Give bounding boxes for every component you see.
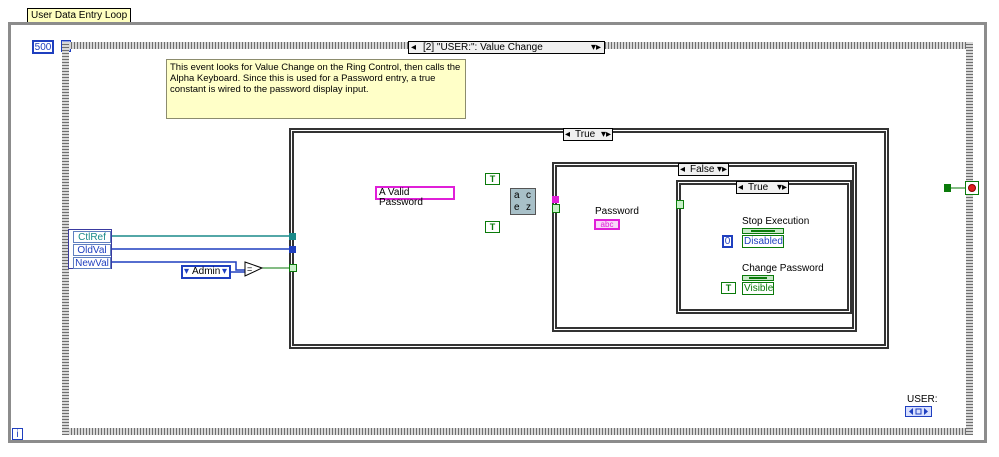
change-password-node-header xyxy=(742,275,774,281)
tunnel-oldval xyxy=(289,246,296,253)
admin-ring-constant[interactable]: ▾ Admin ▾ xyxy=(181,265,231,279)
case-dropdown-icon[interactable]: ▾▸ xyxy=(600,129,611,140)
newval-terminal[interactable]: NewVal xyxy=(73,257,111,269)
prev-case-icon[interactable]: ◂ xyxy=(680,164,686,175)
comment-note: This event looks for Value Change on the… xyxy=(166,59,466,119)
password-property-node[interactable]: abc xyxy=(594,219,620,230)
valid-password-constant[interactable]: A Valid Password xyxy=(375,186,455,208)
while-loop-frame xyxy=(8,22,987,443)
prev-case-icon[interactable]: ◂ xyxy=(565,129,571,140)
tunnel-string-mid xyxy=(552,196,559,203)
zero-constant[interactable]: 0 xyxy=(722,235,733,248)
prev-case-icon[interactable]: ◂ xyxy=(411,42,417,53)
visible-property[interactable]: Visible xyxy=(742,282,774,295)
case-dropdown-icon[interactable]: ▾▸ xyxy=(590,42,601,53)
event-data-node[interactable]: CtlRef OldVal NewVal xyxy=(68,229,112,269)
case-dropdown-icon[interactable]: ▾▸ xyxy=(716,164,727,175)
user-ref-label: USER: xyxy=(907,394,938,405)
shift-register-terminal xyxy=(944,184,951,192)
event-case-selector[interactable]: ◂ [2] "USER:": Value Change ▾▸ xyxy=(408,41,605,54)
stop-execution-label: Stop Execution xyxy=(742,216,810,227)
equal-compare-admin xyxy=(244,261,264,277)
password-label: Password xyxy=(595,206,639,217)
alpha-keyboard-subvi[interactable]: a c e z xyxy=(510,188,536,215)
case-selector-outer[interactable]: ◂ True ▾▸ xyxy=(563,128,613,141)
ring-dropdown-icon[interactable]: ▾ xyxy=(221,266,227,277)
event-case-label: [2] "USER:": Value Change xyxy=(423,42,543,53)
timeout-constant[interactable]: 500 xyxy=(32,40,54,54)
stop-execution-node-header xyxy=(742,228,784,234)
case-selector-terminal-middle xyxy=(552,204,560,213)
case-dropdown-icon[interactable]: ▾▸ xyxy=(776,182,787,193)
case-selector-terminal-inner xyxy=(676,200,684,209)
case-selector-terminal xyxy=(289,264,297,272)
oldval-terminal[interactable]: OldVal xyxy=(73,244,111,256)
case-selector-inner[interactable]: ◂ True ▾▸ xyxy=(736,181,789,194)
stop-condition-terminal[interactable] xyxy=(965,181,979,195)
case-selector-middle[interactable]: ◂ False ▾▸ xyxy=(678,163,729,176)
ring-arrow-icon: ▾ xyxy=(184,266,190,277)
stop-icon xyxy=(968,184,976,192)
change-password-label: Change Password xyxy=(742,263,824,274)
newval-wire xyxy=(112,261,245,271)
iteration-terminal: i xyxy=(12,428,23,440)
prev-case-icon[interactable]: ◂ xyxy=(738,182,744,193)
true-constant-visible[interactable]: T xyxy=(721,282,736,294)
true-constant-2[interactable]: T xyxy=(485,221,500,233)
true-constant-1[interactable]: T xyxy=(485,173,500,185)
tunnel-ctlref xyxy=(289,233,296,240)
svg-text:=: = xyxy=(247,264,252,274)
disabled-property[interactable]: Disabled xyxy=(742,235,784,248)
ctlref-terminal[interactable]: CtlRef xyxy=(73,231,111,243)
user-control-reference[interactable] xyxy=(905,406,932,417)
